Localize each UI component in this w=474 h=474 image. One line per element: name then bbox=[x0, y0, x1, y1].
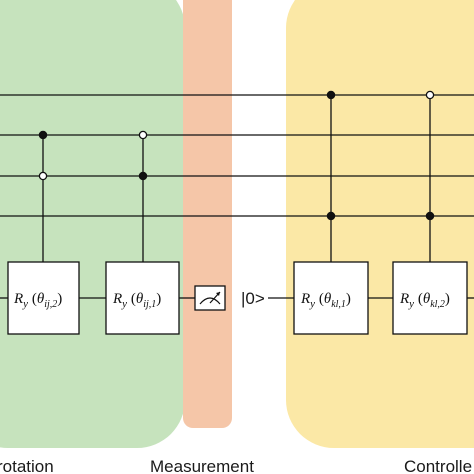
open-control-dot-icon bbox=[138, 130, 148, 140]
filled-control-dot-icon bbox=[38, 130, 48, 140]
open-control-dot-icon bbox=[425, 90, 435, 100]
gate-ry-kl2: Ry (θkl,2) bbox=[392, 261, 468, 335]
filled-control-dot-icon bbox=[326, 90, 336, 100]
controlled-rotation-label: Controlle bbox=[404, 457, 472, 474]
gate-ry-kl1: Ry (θkl,1) bbox=[293, 261, 369, 335]
ket-zero-label: |0> bbox=[241, 289, 265, 308]
measurement-region bbox=[183, 0, 232, 428]
control-dots bbox=[38, 90, 435, 221]
filled-control-dot-icon bbox=[138, 171, 148, 181]
open-control-dot-icon bbox=[38, 171, 48, 181]
rotation-label: rotation bbox=[0, 457, 54, 474]
filled-control-dot-icon bbox=[326, 211, 336, 221]
gate-ry-ij1: Ry (θij,1) bbox=[105, 261, 180, 335]
filled-control-dot-icon bbox=[425, 211, 435, 221]
controlled-rotation-region bbox=[286, 0, 474, 448]
gate-ry-ij2: Ry (θij,2) bbox=[7, 261, 80, 335]
svg-text:Ry (θkl,2): Ry (θkl,2) bbox=[399, 291, 450, 310]
qubit-wires bbox=[0, 94, 474, 299]
svg-text:Ry (θij,2): Ry (θij,2) bbox=[13, 291, 62, 310]
rotation-region bbox=[0, 0, 185, 448]
svg-text:Ry (θkl,1): Ry (θkl,1) bbox=[300, 291, 351, 310]
measurement-label: Measurement bbox=[150, 457, 254, 474]
svg-text:Ry (θij,1): Ry (θij,1) bbox=[112, 291, 161, 310]
measurement-meter-icon bbox=[194, 285, 226, 311]
